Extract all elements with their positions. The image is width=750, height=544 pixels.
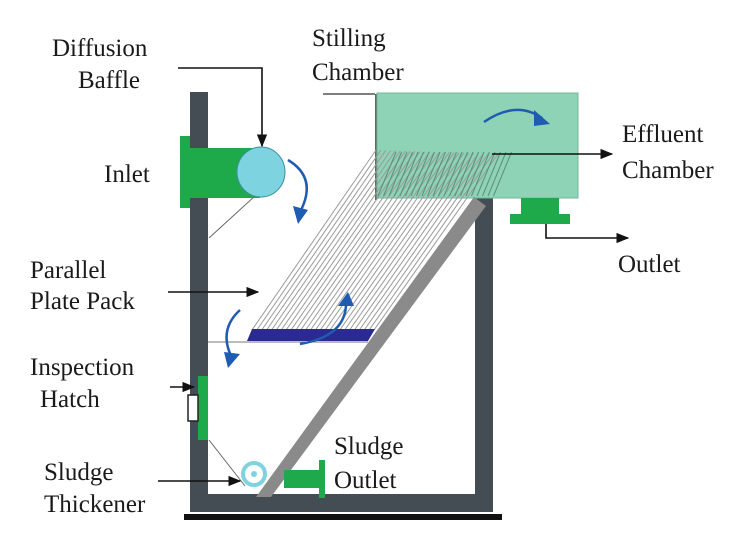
effluent-hatch-line (471, 151, 490, 197)
effluent-hatch-line (421, 151, 441, 197)
plate-line (358, 153, 484, 331)
label-plate-line1: Parallel (30, 257, 106, 284)
label-thickener-line1: Sludge (44, 459, 113, 486)
label-inlet: Inlet (104, 161, 150, 188)
label-inspection-line1: Inspection (30, 354, 135, 381)
sludge-outlet-pipe (284, 470, 319, 488)
flow-head-up (338, 292, 354, 306)
plate-line (305, 151, 431, 331)
flow-head-down-left (224, 352, 240, 368)
plate-line (349, 152, 475, 331)
effluent-hatch-line (432, 151, 452, 197)
label-sludge-outlet-line2: Outlet (334, 467, 397, 494)
effluent-hatch-line (438, 151, 457, 197)
label-effluent-line2: Chamber (622, 157, 714, 184)
plate-line (344, 152, 470, 331)
flow-arrow-up (299, 299, 348, 346)
effluent-hatch-line (427, 151, 446, 197)
effluent-hatch-line (383, 151, 402, 197)
effluent-hatch-line (399, 151, 419, 197)
effluent-hatch-line (394, 151, 413, 197)
flow-arrows (225, 108, 543, 359)
flow-head-effluent (534, 110, 550, 126)
sloped-wall (256, 197, 486, 497)
plate-line (319, 151, 445, 331)
effluent-hatch-line (388, 151, 408, 197)
ground-line (184, 514, 502, 520)
effluent-hatch-line (476, 151, 496, 197)
plate-line (373, 153, 499, 331)
plate-line (300, 151, 426, 331)
sludge-outlet-flange (319, 460, 325, 498)
tank-right-wall (475, 195, 493, 512)
plate-line (310, 151, 435, 331)
tank-floor (190, 494, 493, 512)
effluent-hatch-line (460, 151, 479, 197)
label-sludge-outlet-line1: Sludge (334, 433, 403, 460)
inspection-hatch (198, 376, 208, 440)
flow-head-inlet (293, 206, 308, 224)
label-outlet: Outlet (618, 251, 681, 278)
sludge-thickener-core (251, 471, 257, 477)
outlet-pipe (521, 198, 559, 214)
effluent-hatch-line (454, 151, 474, 197)
effluent-hatch-line (449, 151, 468, 197)
plate-line (368, 153, 494, 331)
plate-line (261, 150, 387, 331)
label-thickener-line2: Thickener (44, 491, 146, 518)
plate-line (271, 150, 396, 331)
plate-line (363, 153, 489, 331)
plate-line (354, 153, 479, 331)
leader-outlet (545, 224, 630, 244)
flow-arrow-down-left (225, 309, 241, 359)
plate-pack-base (247, 329, 375, 341)
parallel-plate-pack (251, 149, 512, 331)
effluent-hatch-line (482, 151, 501, 197)
effluent-hatch-line (443, 151, 463, 197)
thickener-line (208, 439, 246, 487)
plate-line (266, 150, 392, 331)
effluent-hatch-line (493, 151, 512, 197)
label-inspection-line2: Hatch (40, 386, 100, 413)
label-diffusion-line2: Baffle (78, 67, 140, 94)
label-stilling-line2: Chamber (312, 59, 404, 86)
flow-arrow-inlet (287, 158, 308, 213)
inlet-flange (180, 136, 190, 208)
label-stilling-line1: Stilling (312, 25, 386, 52)
inspection-handle (187, 394, 199, 422)
effluent-hatch-line (410, 151, 430, 197)
effluent-hatch-line (377, 151, 397, 197)
plate-line (275, 150, 401, 331)
label-plate-line2: Plate Pack (30, 288, 135, 315)
effluent-hatch-line (487, 151, 507, 197)
effluent-hatch-line (416, 151, 435, 197)
plate-line (295, 151, 421, 331)
plate-line (290, 150, 416, 331)
plate-line (339, 152, 465, 331)
inlet-baffle-line (208, 195, 256, 239)
plate-line (315, 151, 440, 331)
label-diffusion-line1: Diffusion (52, 35, 148, 62)
plate-line (256, 149, 382, 331)
leader-diffusion-baffle (178, 67, 268, 148)
plate-line (251, 149, 377, 331)
effluent-hatch-line (465, 151, 485, 197)
effluent-hatch-line (405, 151, 424, 197)
diffusion-baffle (236, 146, 286, 198)
label-effluent-line1: Effluent (622, 121, 704, 148)
outlet-flange (510, 214, 570, 224)
